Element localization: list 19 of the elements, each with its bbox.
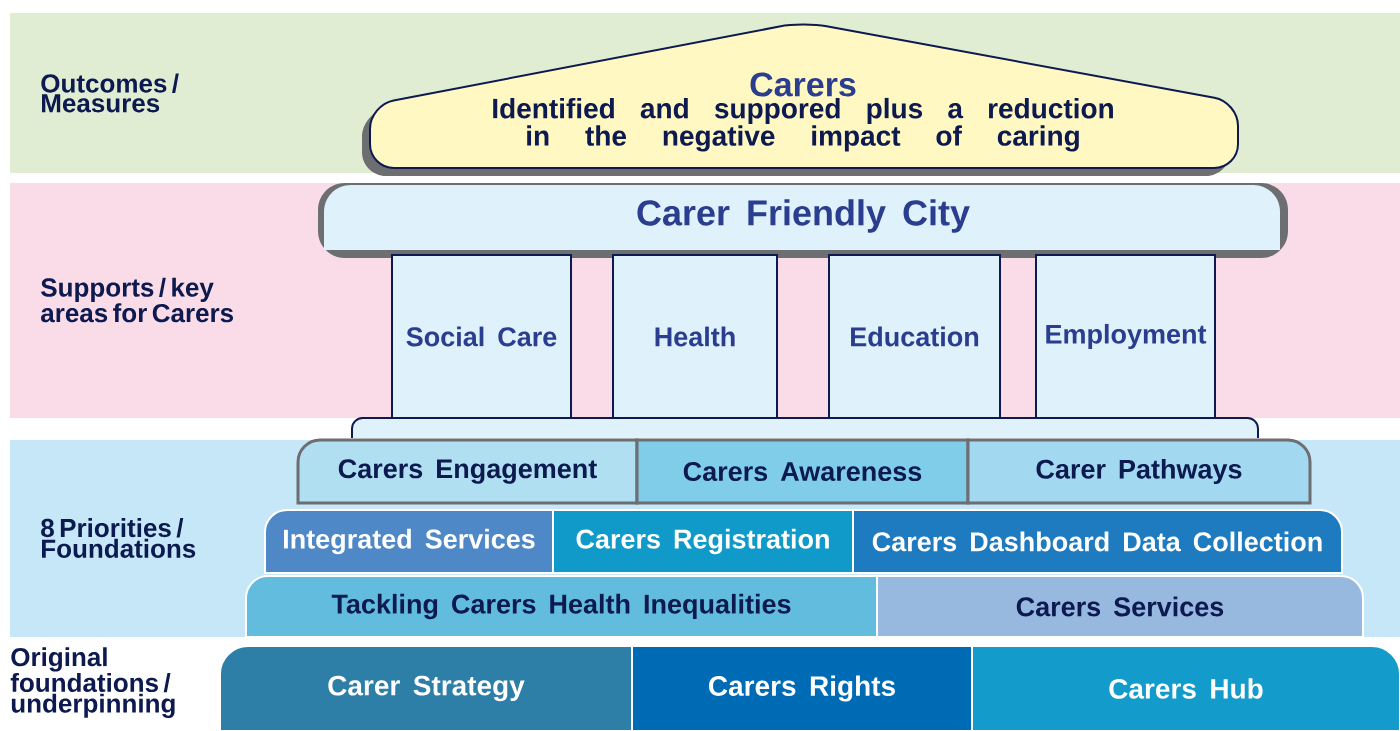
tier-block: Carers Dashboard Data Collection [852, 509, 1343, 574]
pillar: Social Care [391, 254, 572, 419]
pillar: Health [612, 254, 778, 419]
tier-block: Carers Hub [971, 645, 1400, 731]
tier-block: Carers Engagement [296, 438, 639, 505]
tier-block: Tackling Carers Health Inequalities [245, 575, 878, 638]
entablature: Carer Friendly City [318, 183, 1288, 258]
tier-block: Carers Awareness [635, 438, 970, 505]
tier-block: Carer Strategy [219, 645, 633, 731]
pillar: Education [828, 254, 1001, 419]
tier-block: Carers Rights [631, 645, 973, 731]
base-step [351, 417, 1259, 439]
tier-block: Carers Registration [552, 509, 854, 574]
pillar: Employment [1035, 254, 1216, 419]
tier-block: Carer Pathways [966, 438, 1312, 505]
tier-block: Carers Services [876, 575, 1364, 638]
roof: Carers Identified and suppored plus a reduction in the negative impact of caring [362, 23, 1239, 176]
tier-block: Integrated Services [264, 509, 554, 574]
row-label: Original foundations / underpinning [10, 647, 175, 718]
